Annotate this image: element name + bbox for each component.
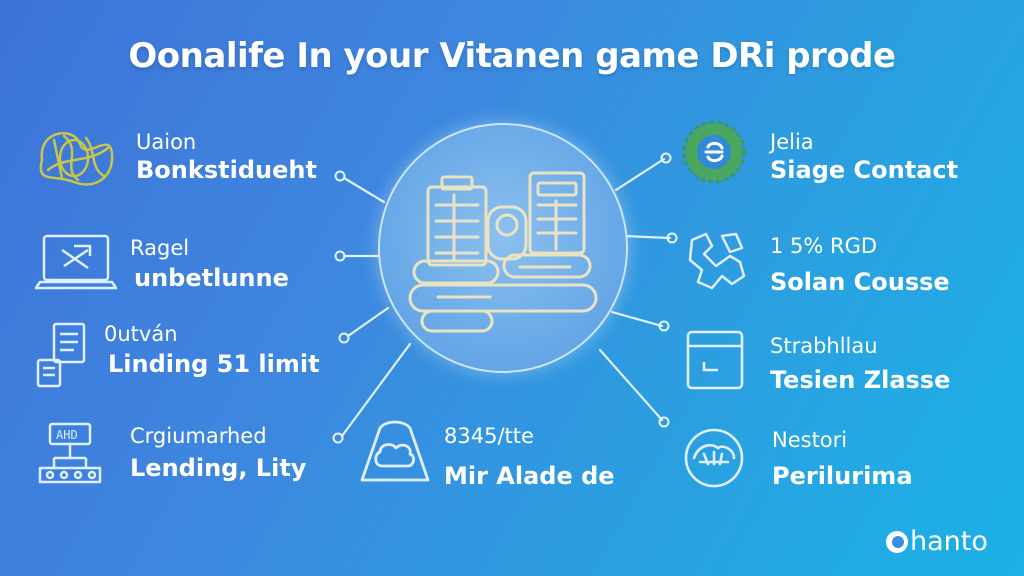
gauge-icon: [680, 424, 748, 492]
central-hub: [378, 123, 628, 373]
connector-right-4: [598, 348, 664, 422]
connector-right-2: [622, 234, 672, 240]
tangled-sketch-icon: [34, 120, 120, 196]
node-bottom-label: Mir Alade de: [444, 462, 615, 490]
network-cross-icon: [682, 226, 752, 296]
connector-left-4: [340, 342, 412, 438]
connector-dot-left-2: [334, 250, 346, 262]
node-right-4-label: Perilurima: [772, 462, 913, 490]
data-center-illustration-icon: [408, 171, 598, 333]
connector-right-3: [610, 310, 664, 328]
connector-right-1: [614, 157, 666, 192]
cloud-box-icon: [356, 418, 434, 490]
brand-logo: hanto: [886, 526, 988, 557]
node-left-4-caption: Crgiumarhed: [130, 424, 267, 448]
connector-dot-right-3: [658, 320, 670, 332]
node-bottom-caption: 8345/tte: [444, 424, 534, 448]
node-right-4-caption: Nestori: [772, 428, 848, 452]
connector-left-3: [346, 306, 390, 338]
node-left-4-label: Lending, Lity: [130, 454, 307, 482]
page-title: Oonalife In your Vitanen game DRi prode: [128, 36, 896, 76]
connector-dot-left-3: [338, 332, 350, 344]
connector-dot-right-4: [658, 416, 670, 428]
connector-dot-left-4: [332, 432, 344, 444]
storage-box-icon: [684, 326, 746, 392]
connector-dot-right-1: [660, 152, 672, 164]
connector-dot-right-2: [666, 232, 678, 244]
logo-text: hanto: [910, 526, 988, 557]
node-right-1-caption: Jelia: [770, 130, 814, 154]
node-left-1-caption: Uaion: [136, 130, 197, 154]
svg-text:AHD: AHD: [56, 428, 78, 442]
node-left-3-label: Linding 51 limit: [108, 350, 320, 378]
green-badge-icon: [680, 120, 748, 184]
connector-dot-left-1: [334, 170, 346, 182]
node-right-2-label: Solan Cousse: [770, 268, 950, 296]
node-left-1-label: Bonkstidueht: [136, 156, 317, 184]
node-left-2-caption: Ragel: [130, 236, 190, 260]
node-right-1-label: Siage Contact: [770, 156, 959, 184]
document-icon: [34, 320, 90, 390]
node-right-3-caption: Strabhllau: [770, 334, 878, 358]
node-left-3-caption: 0utván: [104, 322, 178, 346]
laptop-icon: [34, 232, 118, 294]
circuit-board-icon: AHD: [34, 420, 114, 494]
logo-mark-icon: [886, 530, 908, 553]
node-right-2-caption: 1 5% RGD: [770, 234, 878, 258]
node-right-3-label: Tesien Zlasse: [770, 366, 951, 394]
node-left-2-label: unbetlunne: [134, 264, 289, 292]
connector-left-1: [342, 176, 386, 204]
